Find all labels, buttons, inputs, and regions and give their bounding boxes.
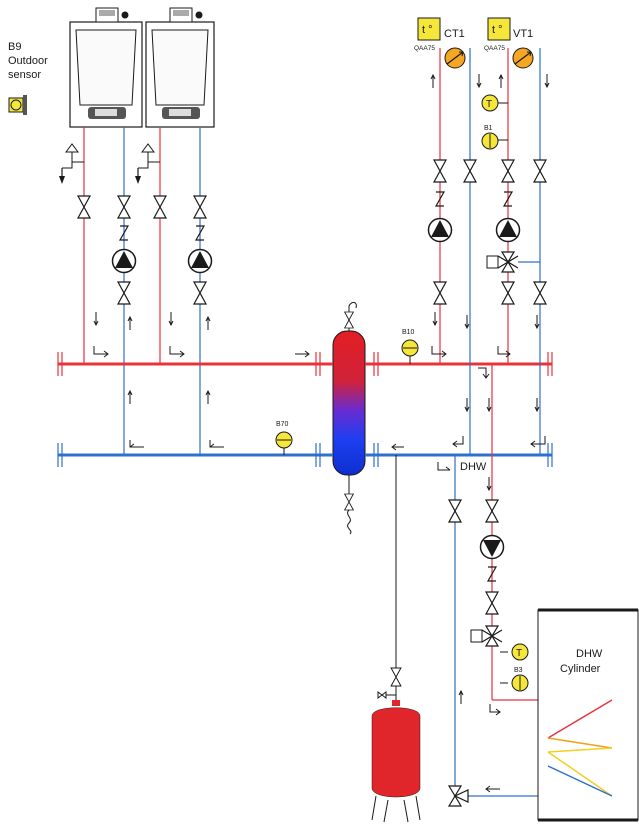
sensor-dhw-t: T xyxy=(511,643,529,661)
safety-valve-2 xyxy=(135,143,160,184)
dhw-cylinder-label-1: DHW xyxy=(576,648,603,660)
drain-valve xyxy=(344,493,354,511)
flow-arrow xyxy=(168,311,174,326)
sensor-b10-label: B10 xyxy=(402,329,415,336)
sensor-dhw-t-symbol: T xyxy=(516,648,522,659)
flow-arrow xyxy=(127,316,133,331)
thermostat-ct1: t ° CT1 QAA75 xyxy=(414,17,466,69)
flow-arrow xyxy=(127,390,133,405)
ct1-circuit xyxy=(427,48,482,455)
dhw-pump xyxy=(479,534,505,560)
isolation-valve xyxy=(193,195,207,219)
dhw-return-valve xyxy=(448,499,462,523)
thermostat-ct1-label: CT1 xyxy=(444,28,465,40)
thermostat-vt1-model: QAA75 xyxy=(484,45,505,52)
hydraulic-separator xyxy=(320,301,374,535)
flow-arrow xyxy=(93,311,99,326)
dhw-cylinder-label-2: Cylinder xyxy=(560,663,601,675)
air-vent-valve xyxy=(344,311,354,329)
sensor-vt1-t: T xyxy=(481,94,499,112)
thermostat-vt1-label: VT1 xyxy=(513,28,533,40)
sensor-b1-label: B1 xyxy=(484,125,493,132)
flow-arrow xyxy=(209,440,224,448)
boiler-pump-2 xyxy=(187,248,213,274)
flow-arrow xyxy=(295,350,310,358)
flow-header-right xyxy=(373,352,553,376)
dhw-cylinder: DHW Cylinder xyxy=(537,608,639,822)
flow-arrow xyxy=(93,346,109,358)
flow-arrow xyxy=(391,443,404,451)
dhw-circuit xyxy=(437,364,612,807)
sensor-b3: B3 xyxy=(511,667,529,692)
boiler-1 xyxy=(69,7,143,128)
sensor-t-symbol: T xyxy=(486,99,492,110)
safety-valve-1 xyxy=(59,143,84,184)
isolation-valve xyxy=(77,195,91,219)
isolation-valve xyxy=(117,195,131,219)
thermostat-vt1: t ° VT1 QAA75 xyxy=(484,17,534,69)
flow-arrow xyxy=(205,390,211,405)
expansion-vessel xyxy=(371,455,421,823)
thermostat-ct1-model: QAA75 xyxy=(414,45,435,52)
outdoor-sensor-label-1: B9 xyxy=(8,41,21,53)
sensor-b10: B10 xyxy=(401,329,419,364)
isolation-valve xyxy=(153,195,167,219)
sensor-b1: B1 xyxy=(481,125,499,150)
flow-header-left xyxy=(57,352,321,376)
flow-arrow xyxy=(478,367,490,379)
thermostat-vt1-symbol: t ° xyxy=(492,24,503,36)
sensor-b70-label: B70 xyxy=(276,421,289,428)
outdoor-sensor-label-2: Outdoor xyxy=(8,55,48,67)
sensor-b3-label: B3 xyxy=(514,667,523,674)
sensor-b70: B70 xyxy=(275,421,293,455)
outdoor-sensor-label-3: sensor xyxy=(8,69,41,81)
dhw-label: DHW xyxy=(460,461,487,473)
boiler-2 xyxy=(145,7,215,128)
vt1-pump xyxy=(495,217,521,243)
dhw-mixing-valve xyxy=(470,625,503,647)
ct1-pump xyxy=(427,217,453,243)
boiler-pump-1 xyxy=(111,248,137,274)
flow-arrow xyxy=(129,440,144,448)
vt1-circuit xyxy=(486,48,550,455)
isolation-valve xyxy=(193,281,207,305)
isolation-valve xyxy=(117,281,131,305)
flow-arrow xyxy=(205,316,211,331)
vt1-mixing-valve xyxy=(486,251,519,273)
thermostat-ct1-symbol: t ° xyxy=(422,24,433,36)
dhw-diverter-valve xyxy=(447,785,469,807)
flow-arrow xyxy=(169,346,185,358)
outdoor-sensor: B9 Outdoor sensor xyxy=(8,41,48,115)
